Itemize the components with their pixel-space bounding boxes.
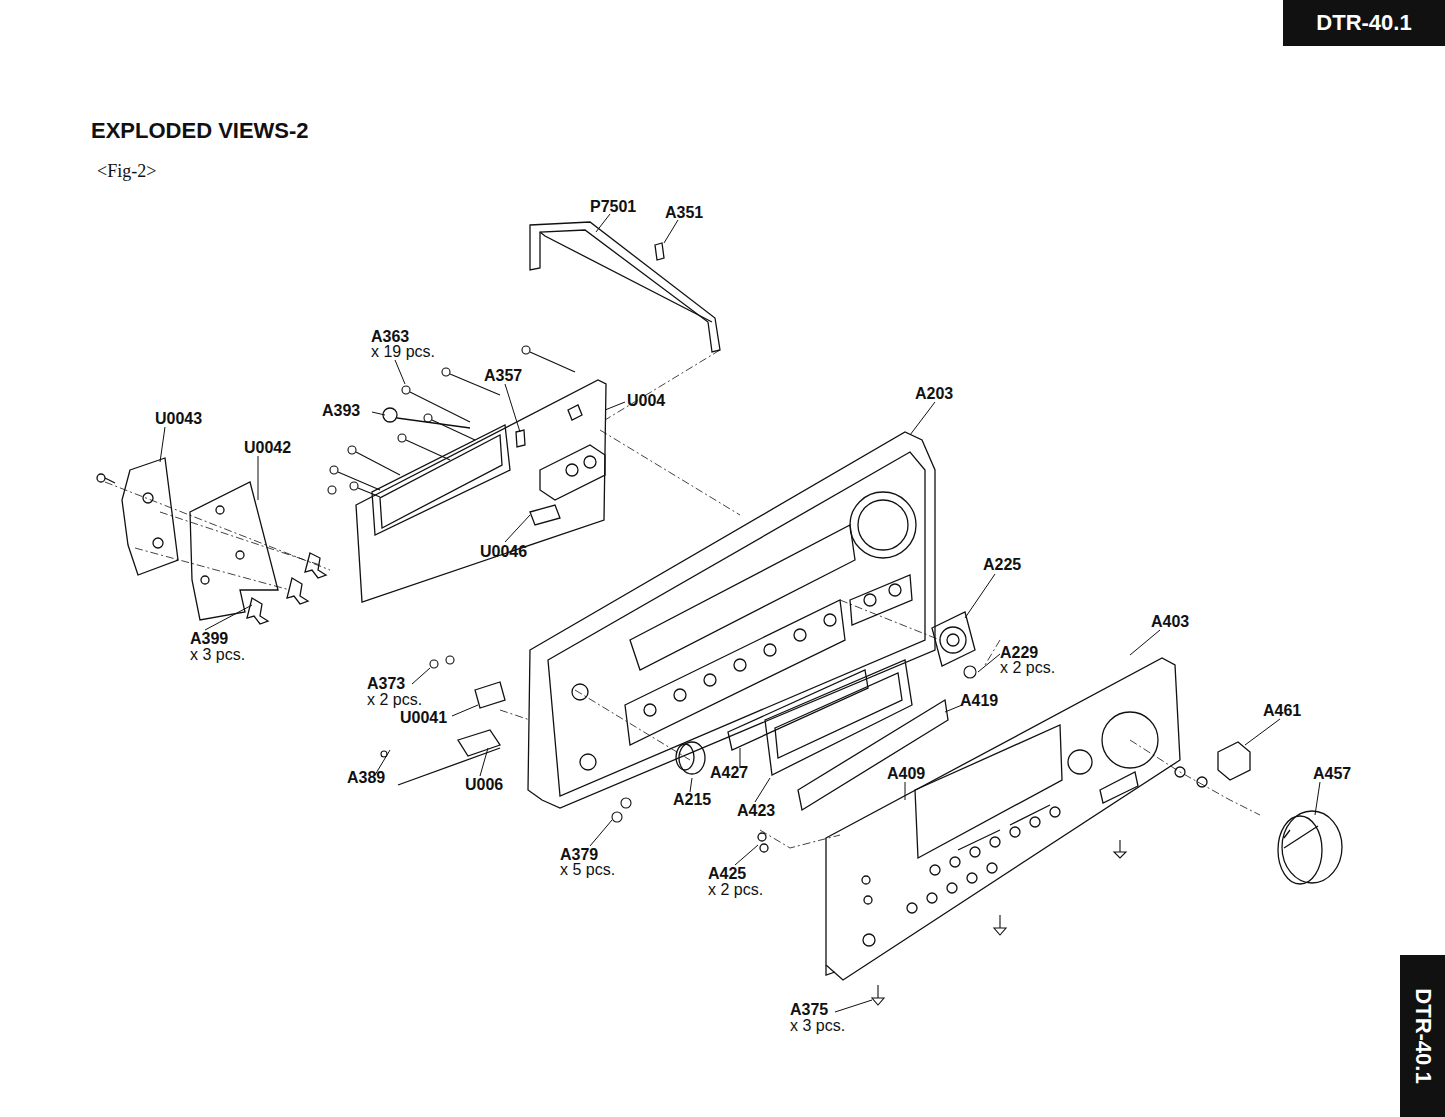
callout-number: U006 — [465, 777, 503, 793]
callout-number: A427 — [710, 765, 748, 781]
callout-number: A419 — [960, 693, 998, 709]
callout-number: A357 — [484, 368, 522, 384]
alignment-lines — [105, 350, 1260, 848]
front-chassis — [528, 432, 935, 808]
callout-number: A425 — [708, 866, 746, 882]
knob-small — [676, 742, 705, 774]
callout-number: A363 — [371, 329, 409, 345]
front-panel — [826, 658, 1180, 980]
model-name: DTR-40.1 — [1316, 11, 1411, 35]
callout-number: A389 — [347, 770, 385, 786]
leader-lines — [160, 214, 1320, 1012]
quantity-note: x 5 pcs. — [560, 862, 615, 878]
pcb-supports — [247, 553, 326, 624]
quantity-note: x 2 pcs. — [1000, 660, 1055, 676]
callout-number: U0041 — [400, 710, 447, 726]
model-name: DTR-40.1 — [1411, 988, 1435, 1083]
model-badge: DTR-40.1 — [1283, 0, 1445, 46]
quantity-note: x 2 pcs. — [708, 882, 763, 898]
callout-number: A393 — [322, 403, 360, 419]
figure-number: <Fig-2> — [97, 162, 156, 180]
page-title: EXPLODED VIEWS-2 — [91, 118, 309, 144]
display-pcb — [356, 380, 606, 602]
callout-number: A203 — [915, 386, 953, 402]
callout-number: U0043 — [155, 411, 202, 427]
callout-number: A457 — [1313, 766, 1351, 782]
quantity-note: x 2 pcs. — [367, 692, 422, 708]
master-volume-knob — [1175, 742, 1342, 884]
callout-number: U0042 — [244, 440, 291, 456]
display-windows — [728, 660, 948, 810]
callout-number: A229 — [1000, 645, 1038, 661]
callout-number: U004 — [627, 393, 665, 409]
headphone-jack-unit — [932, 612, 975, 666]
callout-number: A403 — [1151, 614, 1189, 630]
quantity-note: x 3 pcs. — [790, 1018, 845, 1034]
callout-number: A461 — [1263, 703, 1301, 719]
callout-number: A409 — [887, 766, 925, 782]
flat-cable — [530, 222, 720, 352]
model-badge: DTR-40.1 — [1400, 955, 1445, 1117]
bracket-plates — [97, 458, 278, 620]
callout-number: A215 — [673, 792, 711, 808]
screws — [328, 346, 1126, 1005]
callout-number: U0046 — [480, 544, 527, 560]
callout-number: A399 — [190, 631, 228, 647]
lamp-holders — [758, 833, 768, 852]
callout-number: A225 — [983, 557, 1021, 573]
quantity-note: x 19 pcs. — [371, 344, 435, 360]
callout-number: A373 — [367, 676, 405, 692]
callout-number: A351 — [665, 205, 703, 221]
callout-number: A423 — [737, 803, 775, 819]
callout-number: P7501 — [590, 199, 636, 215]
callout-number: A379 — [560, 847, 598, 863]
callout-number: A375 — [790, 1002, 828, 1018]
quantity-note: x 3 pcs. — [190, 647, 245, 663]
